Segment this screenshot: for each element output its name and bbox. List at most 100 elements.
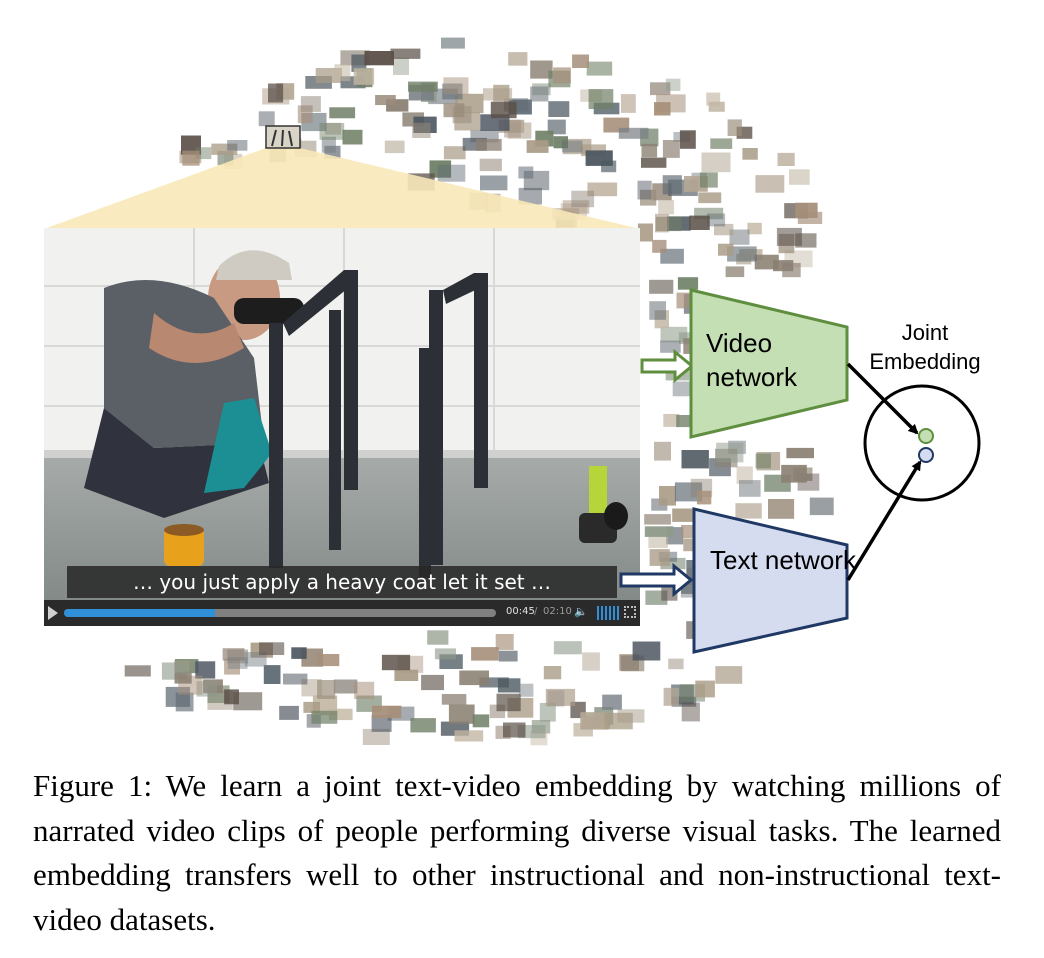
video-output-arrow xyxy=(846,362,919,435)
mosaic-thumbnail xyxy=(442,83,463,100)
text-network-shape xyxy=(692,507,849,654)
mosaic-thumbnail xyxy=(443,146,466,160)
figure-caption: Figure 1: We learn a joint text-video em… xyxy=(33,768,1001,937)
mosaic-thumbnail xyxy=(715,666,743,684)
mosaic-thumbnail xyxy=(727,119,742,136)
mosaic-thumbnail xyxy=(325,122,341,135)
progress-track[interactable] xyxy=(64,609,496,617)
joint-embedding-circle xyxy=(863,384,981,502)
mosaic-thumbnail xyxy=(729,229,750,245)
fullscreen-icon[interactable] xyxy=(624,606,636,618)
mosaic-thumbnail xyxy=(526,140,549,153)
mosaic-thumbnail xyxy=(580,712,609,730)
mosaic-thumbnail xyxy=(747,222,762,235)
volume-level-icon[interactable] xyxy=(597,606,619,620)
mosaic-thumbnail xyxy=(364,51,394,66)
mute-icon[interactable]: 🔈 xyxy=(574,606,588,618)
mosaic-thumbnail xyxy=(548,101,570,117)
mosaic-thumbnail xyxy=(530,60,553,79)
mosaic-thumbnail xyxy=(503,722,526,738)
mosaic-thumbnail xyxy=(362,728,390,745)
mosaic-thumbnail xyxy=(714,223,734,236)
mosaic-thumbnail xyxy=(321,136,336,153)
mosaic-thumbnail xyxy=(655,213,670,233)
time-current: 00:45 xyxy=(506,606,535,617)
mosaic-thumbnail xyxy=(195,661,216,679)
mosaic-thumbnail xyxy=(300,96,321,112)
mosaic-thumbnail xyxy=(303,701,320,713)
mosaic-thumbnail xyxy=(553,67,571,84)
mosaic-thumbnail xyxy=(333,679,358,694)
mosaic-thumbnail xyxy=(490,101,517,119)
mosaic-thumbnail xyxy=(581,144,606,157)
mosaic-thumbnail xyxy=(495,634,514,650)
mosaic-thumbnail xyxy=(706,92,721,106)
mosaic-thumbnail xyxy=(699,172,718,188)
mosaic-thumbnail xyxy=(716,442,744,463)
mosaic-thumbnail xyxy=(649,549,670,566)
mosaic-thumbnail xyxy=(662,140,680,158)
mosaic-thumbnail xyxy=(182,150,200,166)
mosaic-thumbnail xyxy=(498,650,518,662)
mosaic-thumbnail xyxy=(317,680,336,699)
mosaic-thumbnail xyxy=(777,152,795,166)
mosaic-thumbnail xyxy=(781,464,807,483)
mosaic-thumbnail xyxy=(375,95,396,106)
mosaic-thumbnail xyxy=(472,714,490,728)
mosaic-thumbnail xyxy=(695,680,715,698)
mosaic-thumbnail xyxy=(585,150,613,166)
mosaic-thumbnail xyxy=(227,657,248,669)
time-total: 02:10 xyxy=(543,606,572,617)
mosaic-thumbnail xyxy=(353,68,375,85)
mosaic-thumbnail xyxy=(311,710,338,724)
mosaic-thumbnail xyxy=(694,207,724,220)
mosaic-thumbnail xyxy=(181,135,201,155)
mosaic-thumbnail xyxy=(519,683,534,697)
mosaic-thumbnail xyxy=(571,190,595,208)
subtitle-bar: … you just apply a heavy coat let it set… xyxy=(67,566,617,598)
mosaic-thumbnail xyxy=(530,86,549,102)
mosaic-thumbnail xyxy=(660,340,681,353)
mosaic-thumbnail xyxy=(421,674,444,691)
mosaic-thumbnail xyxy=(459,670,489,686)
mosaic-thumbnail xyxy=(412,122,431,138)
mosaic-thumbnail xyxy=(427,630,449,645)
mosaic-thumbnail xyxy=(319,123,345,140)
progress-fill xyxy=(64,609,216,617)
mosaic-thumbnail xyxy=(768,499,795,519)
mosaic-thumbnail xyxy=(329,107,356,119)
mosaic-thumbnail xyxy=(674,482,703,502)
play-icon[interactable] xyxy=(48,606,58,620)
mosaic-thumbnail xyxy=(222,648,245,661)
mosaic-thumbnail xyxy=(755,175,785,193)
time-separator: / xyxy=(534,606,538,617)
mosaic-thumbnail xyxy=(735,503,762,519)
mosaic-thumbnail xyxy=(268,83,284,103)
video-scene-image xyxy=(44,228,640,626)
highlight-cone xyxy=(44,125,640,229)
mosaic-thumbnail xyxy=(602,694,622,710)
text-network-label: Text network xyxy=(710,545,856,575)
video-controls-bar: 00:45 / 02:10 🔈 xyxy=(44,600,640,626)
mosaic-thumbnail xyxy=(644,526,674,537)
mosaic-thumbnail xyxy=(342,129,363,145)
mosaic-thumbnail xyxy=(410,718,436,733)
video-frame: … you just apply a heavy coat let it set… xyxy=(44,228,640,626)
mosaic-thumbnail xyxy=(381,654,411,671)
figure: … you just apply a heavy coat let it set… xyxy=(44,37,981,746)
mosaic-thumbnail xyxy=(443,77,469,95)
mosaic-thumbnail xyxy=(263,665,281,684)
mosaic-thumbnail xyxy=(658,199,675,215)
mosaic-thumbnail xyxy=(124,665,151,677)
video-network-shape xyxy=(689,288,849,439)
mosaic-thumbnail xyxy=(454,730,484,742)
network-diagram xyxy=(619,288,981,654)
mosaic-thumbnail xyxy=(668,658,684,670)
video-network-label: Video network xyxy=(706,328,798,392)
mosaic-thumbnail xyxy=(754,254,779,270)
mosaic-thumbnail xyxy=(742,148,758,160)
mosaic-thumbnail xyxy=(545,688,576,706)
mosaic-thumbnail xyxy=(443,103,465,118)
mosaic-thumbnail xyxy=(637,180,652,200)
mosaic-thumbnail xyxy=(334,64,351,82)
